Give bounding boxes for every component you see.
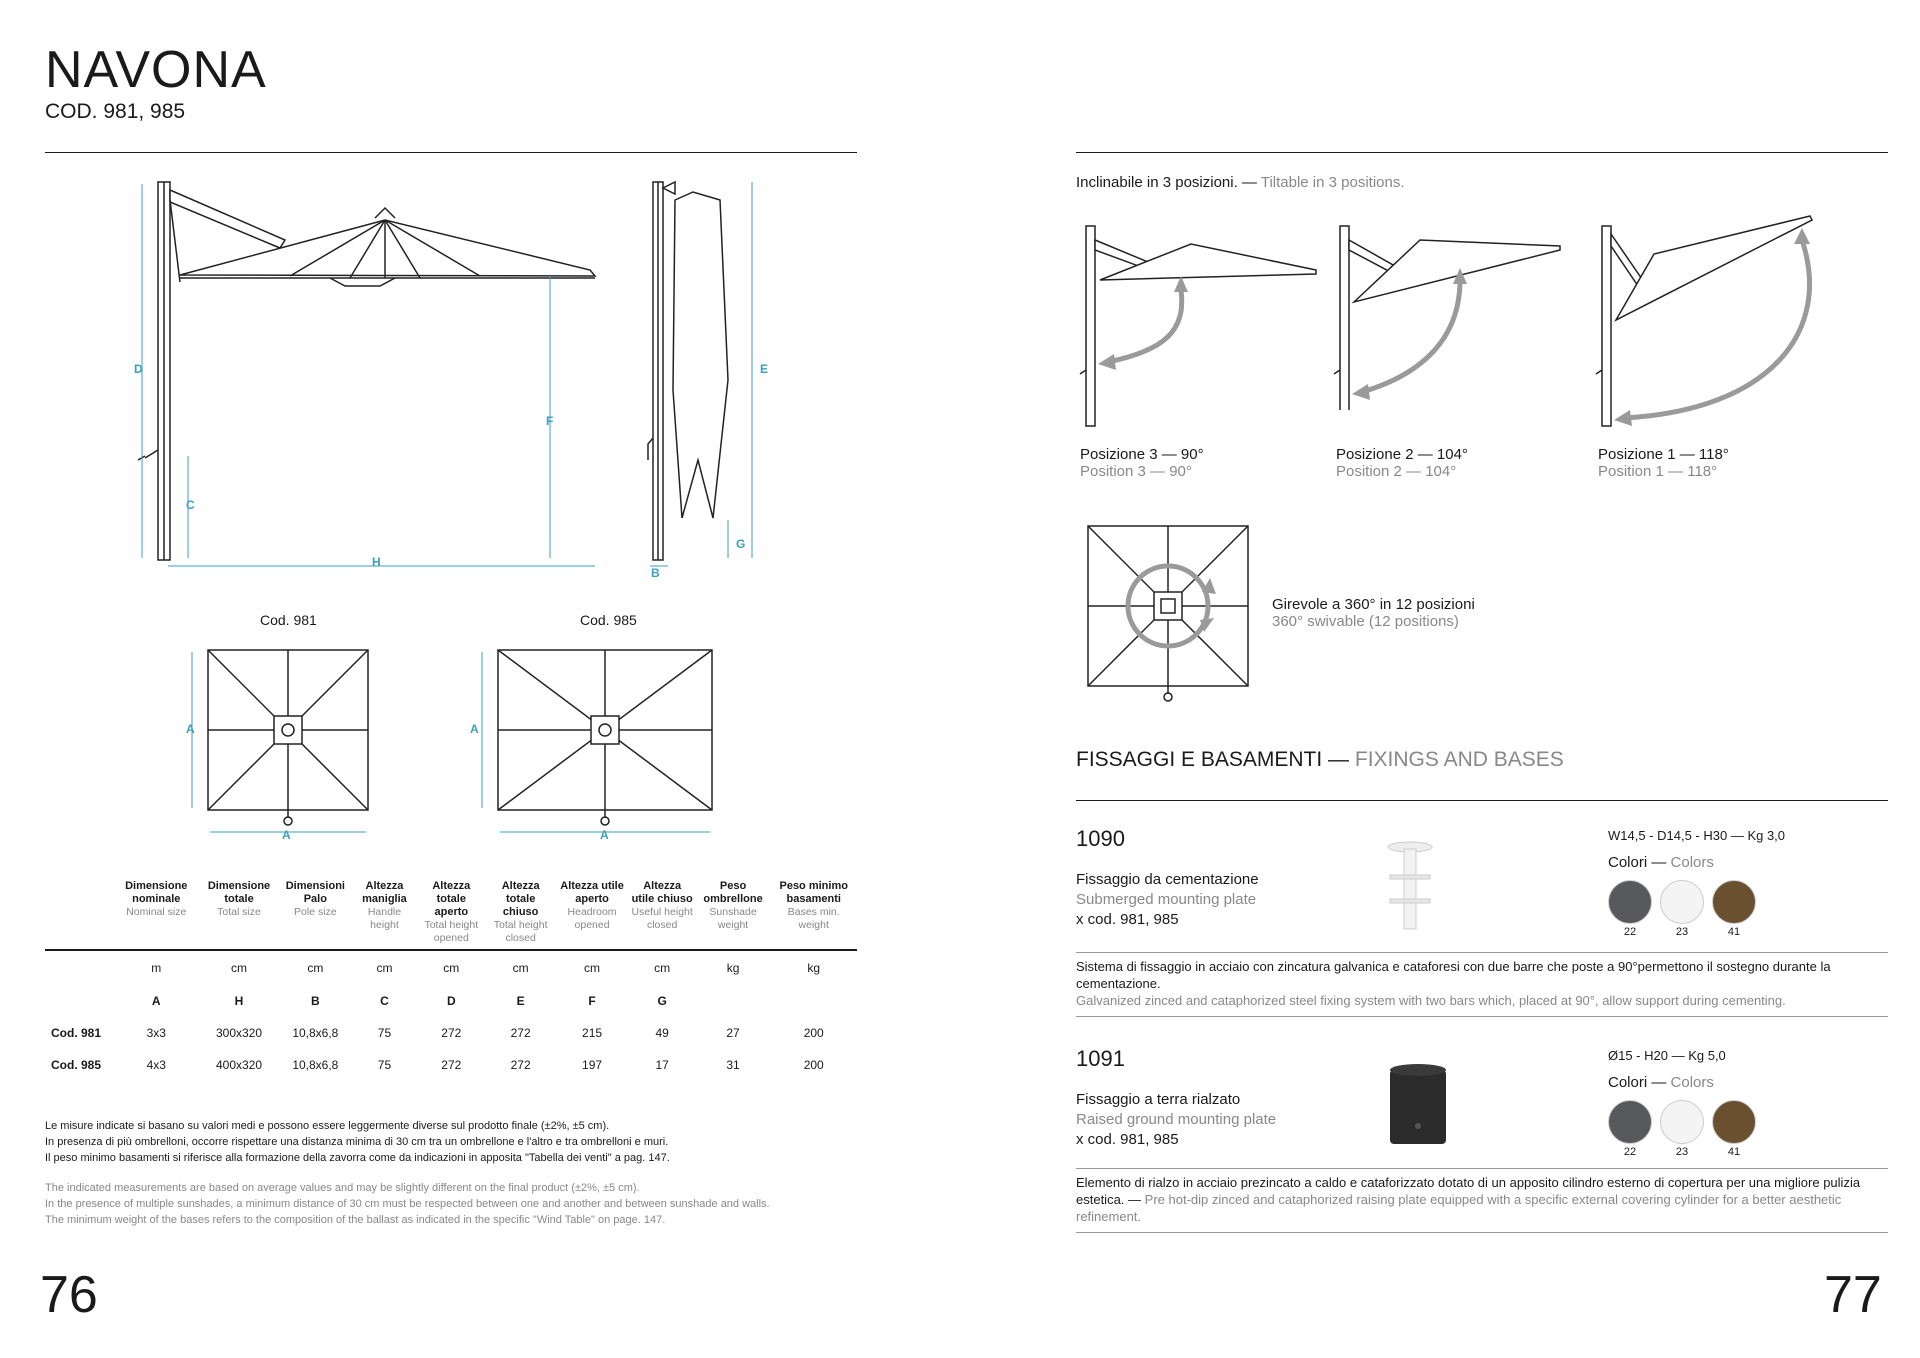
tilt-position-1-drawing xyxy=(1595,215,1814,427)
product-dims-1091: Ø15 - H20 — Kg 5,0 xyxy=(1608,1048,1726,1063)
dim-label-g: G xyxy=(736,537,746,551)
swatch-dot xyxy=(1608,880,1652,924)
color-swatch[interactable]: 41 xyxy=(1712,880,1756,938)
section-heading: FISSAGGI E BASAMENTI — FIXINGS AND BASES xyxy=(1076,748,1564,771)
notes-english: The indicated measurements are based on … xyxy=(45,1182,770,1226)
product-desc-1090: Sistema di fissaggio in acciaio con zinc… xyxy=(1076,959,1831,1008)
page-number-left: 76 xyxy=(40,1266,98,1324)
product-1090-divider-bottom xyxy=(1076,1016,1888,1017)
mounting-plate-image xyxy=(1387,841,1433,930)
side-elevation-drawing xyxy=(137,180,753,567)
tilt-position-3-drawing xyxy=(1079,225,1317,427)
title-divider xyxy=(45,152,857,153)
color-swatch[interactable]: 23 xyxy=(1660,1100,1704,1158)
tilt-position-2-drawing xyxy=(1333,225,1561,410)
product-dims-1090: W14,5 - D14,5 - H30 — Kg 3,0 xyxy=(1608,828,1786,843)
dim-label-c: C xyxy=(186,498,195,512)
plan-label-985: Cod. 985 xyxy=(580,612,637,628)
dim-label-a-981-bottom: A xyxy=(282,828,291,842)
position-1-label: Posizione 1 — 118° Position 1 — 118° xyxy=(1598,446,1729,480)
page-number-right: 77 xyxy=(1824,1266,1882,1324)
product-1090-divider-top xyxy=(1076,952,1888,953)
plan-view-985 xyxy=(481,649,713,833)
dim-label-a-981-side: A xyxy=(186,722,195,736)
colors-label-1091: Colori — Colors xyxy=(1608,1074,1714,1091)
position-2-label: Posizione 2 — 104° Position 2 — 104° xyxy=(1336,446,1468,480)
swivel-drawing xyxy=(1087,525,1249,702)
dim-label-b: B xyxy=(651,566,660,580)
product-1091-divider-top xyxy=(1076,1168,1888,1169)
tilt-caption: Inclinabile in 3 posizioni. — Tiltable i… xyxy=(1076,174,1405,191)
product-name-1091: Fissaggio a terra rialzato Raised ground… xyxy=(1076,1091,1277,1148)
product-code-1090: 1090 xyxy=(1076,826,1125,851)
product-code-1091: 1091 xyxy=(1076,1046,1125,1071)
swatch-dot xyxy=(1712,880,1756,924)
color-swatch[interactable]: 41 xyxy=(1712,1100,1756,1158)
colors-label-1090: Colori — Colors xyxy=(1608,854,1714,871)
dim-label-d: D xyxy=(134,362,143,376)
right-top-divider xyxy=(1076,152,1888,153)
product-desc-1091: Elemento di rialzo in acciaio prezincato… xyxy=(1076,1175,1861,1224)
swatch-dot xyxy=(1712,1100,1756,1144)
plan-view-981 xyxy=(191,649,369,833)
section-divider xyxy=(1076,800,1888,801)
swivel-caption: Girevole a 360° in 12 posizioni 360° swi… xyxy=(1272,596,1475,630)
color-swatch[interactable]: 22 xyxy=(1608,1100,1652,1158)
dim-label-e: E xyxy=(760,362,769,376)
product-codes: COD. 981, 985 xyxy=(45,100,186,123)
swatch-dot xyxy=(1660,1100,1704,1144)
raised-plate-image xyxy=(1390,1064,1446,1144)
product-name-1090: Fissaggio da cementazione Submerged moun… xyxy=(1076,871,1259,928)
page-title: NAVONA xyxy=(45,41,267,99)
plan-label-981: Cod. 981 xyxy=(260,612,317,628)
color-swatch[interactable]: 22 xyxy=(1608,880,1652,938)
color-swatches-1091: 22 23 41 xyxy=(1608,1100,1756,1158)
swatch-dot xyxy=(1608,1100,1652,1144)
dim-label-a-985-bottom: A xyxy=(600,828,609,842)
dim-label-a-985-side: A xyxy=(470,722,479,736)
color-swatches-1090: 22 23 41 xyxy=(1608,880,1756,938)
dim-label-h: H xyxy=(372,555,381,569)
swatch-dot xyxy=(1660,880,1704,924)
color-swatch[interactable]: 23 xyxy=(1660,880,1704,938)
dim-label-f: F xyxy=(546,414,554,428)
position-3-label: Posizione 3 — 90° Position 3 — 90° xyxy=(1080,446,1204,480)
notes-italian: Le misure indicate si basano su valori m… xyxy=(45,1120,670,1164)
product-1091-divider-bottom xyxy=(1076,1232,1888,1233)
